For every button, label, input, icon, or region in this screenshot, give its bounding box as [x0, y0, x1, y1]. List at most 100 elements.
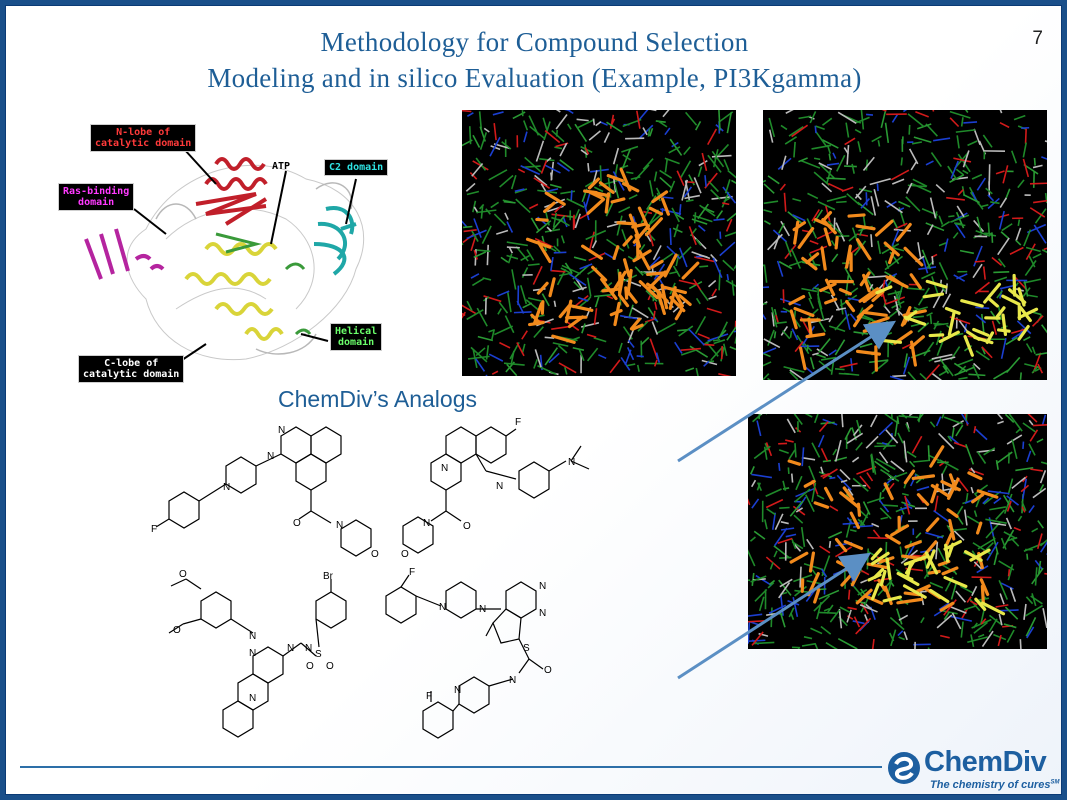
residue-stick [855, 441, 863, 451]
residue-stick [1044, 572, 1047, 575]
residue-stick [1009, 246, 1024, 255]
residue-stick [590, 168, 609, 173]
residue-stick [1017, 179, 1025, 189]
residue-stick [836, 200, 847, 204]
residue-stick [839, 294, 858, 307]
residue-stick [544, 130, 561, 144]
residue-stick [473, 249, 478, 260]
ligand-stick [871, 583, 880, 601]
ligand-stick [943, 575, 968, 588]
residue-stick [724, 179, 731, 194]
residue-stick [674, 213, 685, 220]
residue-stick [938, 262, 949, 281]
residue-stick [507, 253, 513, 264]
residue-stick [966, 515, 982, 526]
ligand-stick [906, 561, 913, 578]
residue-stick [778, 449, 789, 454]
residue-stick [508, 246, 514, 254]
residue-stick [713, 339, 726, 345]
residue-stick [678, 247, 688, 268]
residue-stick [681, 179, 689, 201]
residue-stick [851, 227, 861, 249]
residue-stick [790, 473, 794, 483]
residue-stick [763, 264, 768, 283]
residue-stick [917, 242, 922, 258]
residue-stick [920, 617, 925, 624]
residue-stick [592, 118, 596, 126]
ligand-stick [586, 197, 606, 215]
residue-stick [756, 420, 762, 437]
residue-stick [790, 248, 801, 269]
atom-n-6: N [496, 481, 503, 492]
residue-stick [722, 202, 730, 206]
residue-stick [1024, 260, 1037, 277]
atom-n-11: N [249, 648, 256, 659]
residue-stick [946, 196, 965, 201]
ligand-stick [856, 502, 862, 517]
residue-stick [768, 604, 787, 614]
atom-n-15: N [479, 604, 486, 615]
residue-stick [548, 352, 560, 364]
residue-stick [953, 274, 966, 282]
residue-stick [725, 279, 736, 288]
residue-stick [866, 472, 874, 482]
ligand-stick [824, 297, 838, 305]
residue-stick [1026, 626, 1035, 639]
residue-stick [765, 498, 784, 509]
residue-stick [852, 424, 863, 436]
residue-stick [916, 414, 924, 422]
ligand-stick [821, 210, 833, 222]
residue-stick [792, 198, 802, 202]
residue-stick [845, 122, 850, 138]
residue-stick [852, 477, 869, 492]
residue-stick [524, 156, 542, 173]
residue-stick [765, 488, 782, 497]
ligand-stick [903, 315, 927, 326]
residue-stick [879, 507, 892, 520]
residue-stick [576, 118, 589, 122]
residue-stick [550, 247, 557, 252]
ligand-stick [855, 349, 882, 356]
residue-stick [807, 291, 813, 300]
residue-stick [931, 353, 953, 360]
residue-stick [1027, 294, 1038, 298]
residue-stick [941, 465, 948, 475]
residue-stick [628, 304, 634, 317]
residue-stick [935, 541, 939, 560]
residue-stick [733, 330, 736, 333]
residue-stick [655, 352, 661, 363]
residue-stick [851, 163, 855, 174]
residue-stick [1022, 475, 1028, 483]
residue-stick [693, 177, 702, 194]
residue-stick [859, 475, 871, 490]
residue-stick [1025, 596, 1034, 605]
residue-stick [1040, 461, 1047, 465]
residue-stick [834, 439, 842, 462]
residue-stick [890, 414, 893, 418]
residue-stick [462, 220, 468, 228]
residue-stick [711, 154, 732, 158]
atom-n-9: N [249, 631, 256, 642]
residue-stick [764, 519, 768, 530]
residue-stick [794, 585, 807, 597]
residue-stick [808, 465, 817, 483]
residue-stick [553, 245, 561, 253]
residue-stick [798, 115, 812, 120]
residue-stick [1033, 157, 1036, 166]
residue-stick [980, 313, 985, 334]
residue-stick [821, 139, 839, 149]
residue-stick [555, 110, 561, 113]
residue-stick [470, 235, 477, 251]
docking-view-2 [763, 110, 1047, 380]
residue-stick [544, 347, 559, 366]
ligand-stick [1017, 307, 1039, 320]
ligand-stick [803, 479, 816, 488]
residue-stick [851, 456, 860, 463]
residue-stick [581, 323, 586, 334]
residue-stick [1006, 500, 1012, 512]
residue-stick [870, 234, 873, 248]
residue-stick [1036, 533, 1043, 549]
residue-stick [749, 466, 755, 475]
residue-stick [889, 375, 905, 380]
ligand-stick [883, 241, 900, 257]
